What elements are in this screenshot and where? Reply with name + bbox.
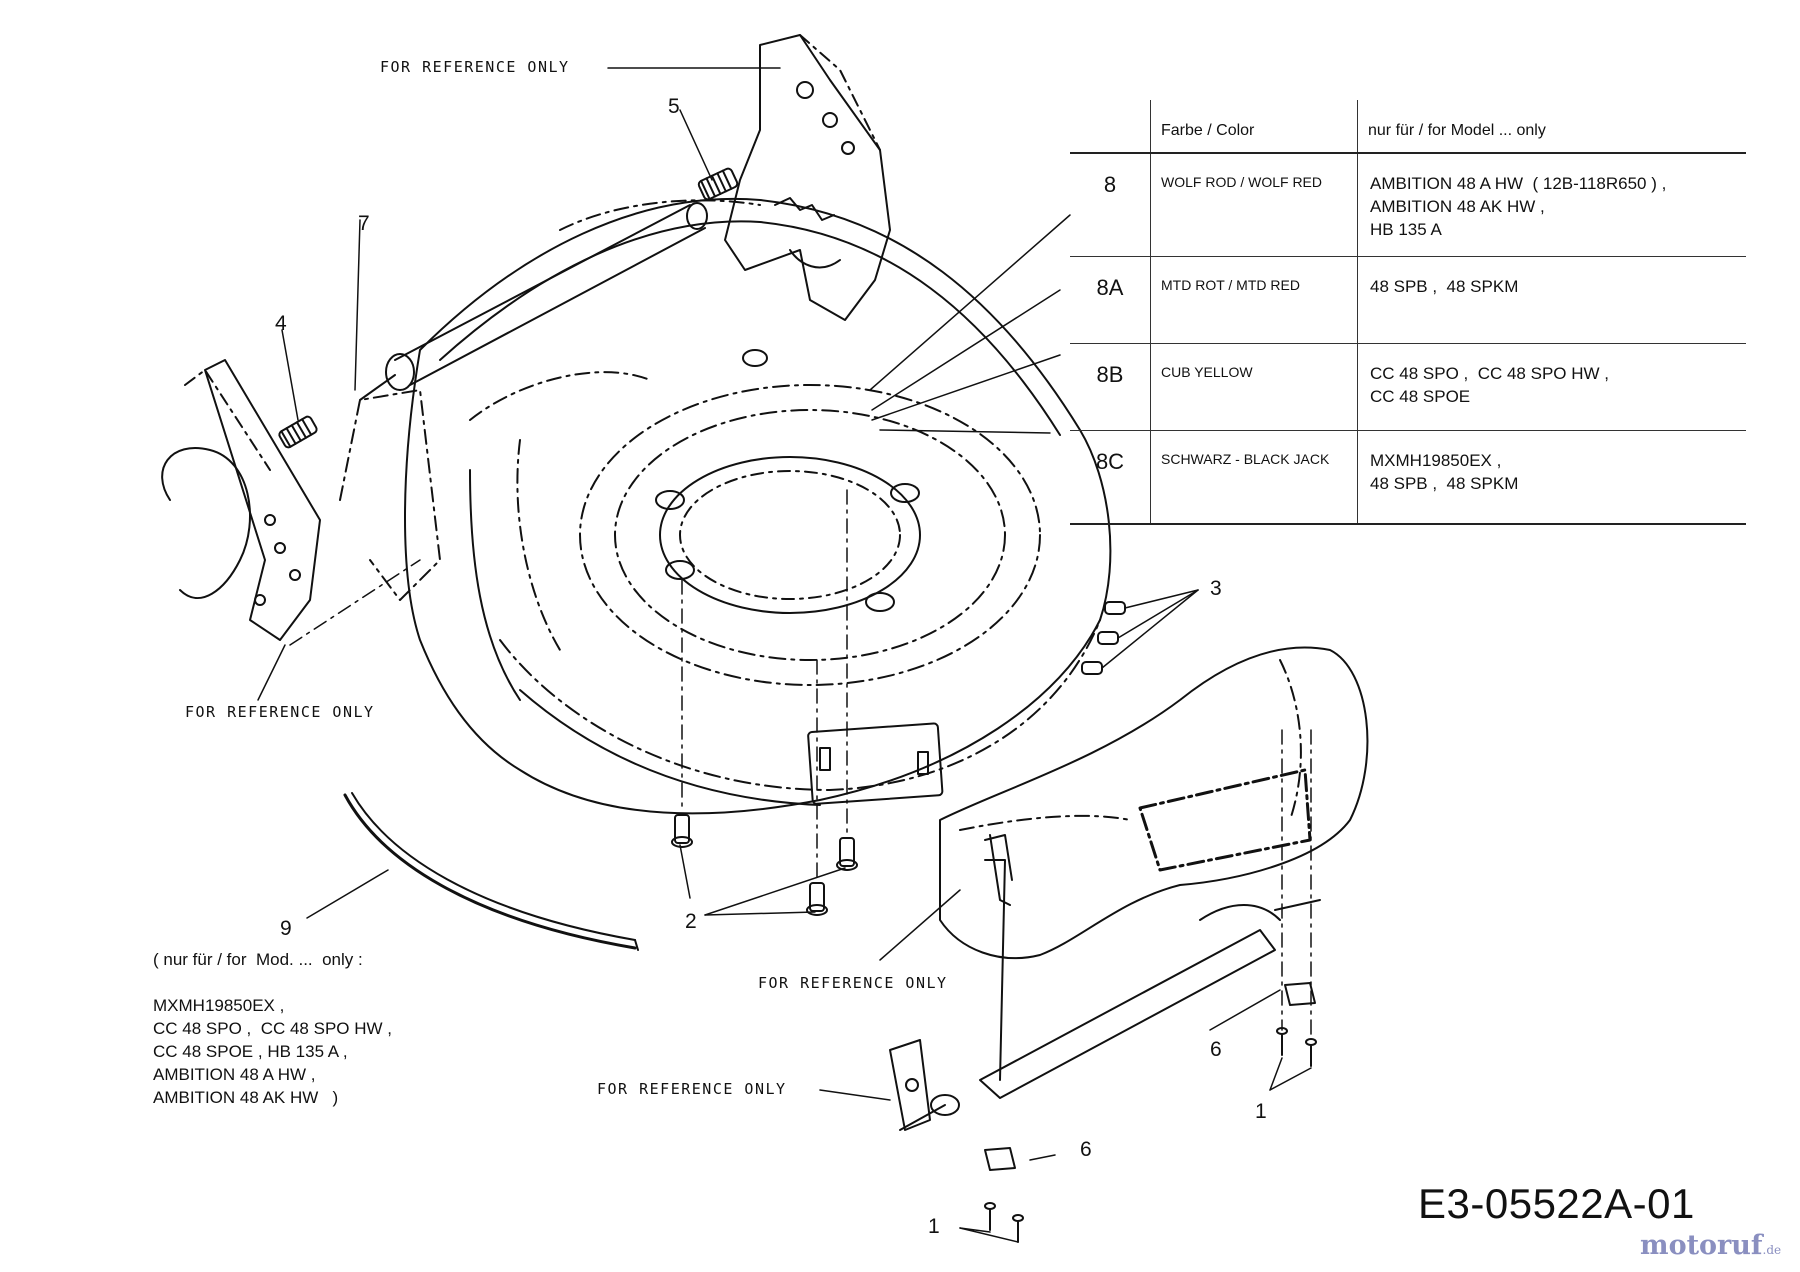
row-color: WOLF ROD / WOLF RED: [1150, 152, 1358, 257]
header-models: nur für / for Model ... only: [1357, 100, 1746, 154]
header-color: Farbe / Color: [1150, 100, 1358, 154]
row-code: 8A: [1070, 256, 1151, 344]
part-number-5: 5: [668, 95, 680, 118]
deck-screws: [289, 489, 858, 916]
row-models: AMBITION 48 A HW ( 12B-118R650 ) , AMBIT…: [1357, 152, 1746, 257]
header-code: [1070, 100, 1151, 154]
part-number-9: 9: [280, 917, 292, 940]
part-number-3: 3: [1210, 577, 1222, 600]
part-number-7: 7: [358, 212, 370, 235]
table-row: 8A MTD ROT / MTD RED 48 SPB , 48 SPKM: [1070, 256, 1746, 344]
row-code: 8B: [1070, 343, 1151, 431]
part-number-4: 4: [275, 312, 287, 335]
guard-strip: [343, 792, 639, 951]
front-axle: [889, 729, 1321, 1243]
watermark-suffix: .de: [1762, 1243, 1782, 1257]
reference-label-top: FOR REFERENCE ONLY: [380, 58, 570, 76]
mower-deck: [404, 198, 1126, 815]
table-row: 8C SCHWARZ - BLACK JACK MXMH19850EX , 48…: [1070, 430, 1746, 525]
leader-lines: [257, 67, 1312, 1243]
watermark-logo: motoruf.de: [1640, 1230, 1781, 1261]
row-models: MXMH19850EX , 48 SPB , 48 SPKM: [1357, 430, 1746, 525]
drawing-id: E3-05522A-01: [1418, 1180, 1695, 1227]
color-variant-table: Farbe / Color nur für / for Model ... on…: [1070, 100, 1746, 525]
row-color: CUB YELLOW: [1150, 343, 1358, 431]
torsion-springs: [278, 167, 739, 449]
part-number-1-bottom: 1: [928, 1215, 940, 1238]
rear-axle: [359, 202, 708, 401]
part-number-1-right: 1: [1255, 1100, 1267, 1123]
part-9-applicability-note: ( nur für / for Mod. ... only : MXMH1985…: [153, 950, 393, 1107]
table-row: 8B CUB YELLOW CC 48 SPO , CC 48 SPO HW ,…: [1070, 343, 1746, 431]
part-number-2: 2: [685, 910, 697, 933]
reference-label-bracket: FOR REFERENCE ONLY: [597, 1080, 787, 1098]
part-number-6-bottom: 6: [1080, 1138, 1092, 1161]
table-row: 8 WOLF ROD / WOLF RED AMBITION 48 A HW (…: [1070, 152, 1746, 257]
watermark-main: motoruf: [1640, 1230, 1763, 1261]
reference-label-flap: FOR REFERENCE ONLY: [758, 974, 948, 992]
rear-flap-cover: [939, 646, 1369, 960]
row-models: 48 SPB , 48 SPKM: [1357, 256, 1746, 344]
table-header-row: Farbe / Color nur für / for Model ... on…: [1070, 100, 1746, 154]
row-code: 8: [1070, 152, 1151, 257]
row-models: CC 48 SPO , CC 48 SPO HW , CC 48 SPOE: [1357, 343, 1746, 431]
row-color: SCHWARZ - BLACK JACK: [1150, 430, 1358, 525]
left-height-lever: [161, 359, 441, 641]
row-color: MTD ROT / MTD RED: [1150, 256, 1358, 344]
row-code: 8C: [1070, 430, 1151, 525]
part-number-6-right: 6: [1210, 1038, 1222, 1061]
right-height-lever: [724, 34, 891, 321]
reference-label-left: FOR REFERENCE ONLY: [185, 703, 375, 721]
